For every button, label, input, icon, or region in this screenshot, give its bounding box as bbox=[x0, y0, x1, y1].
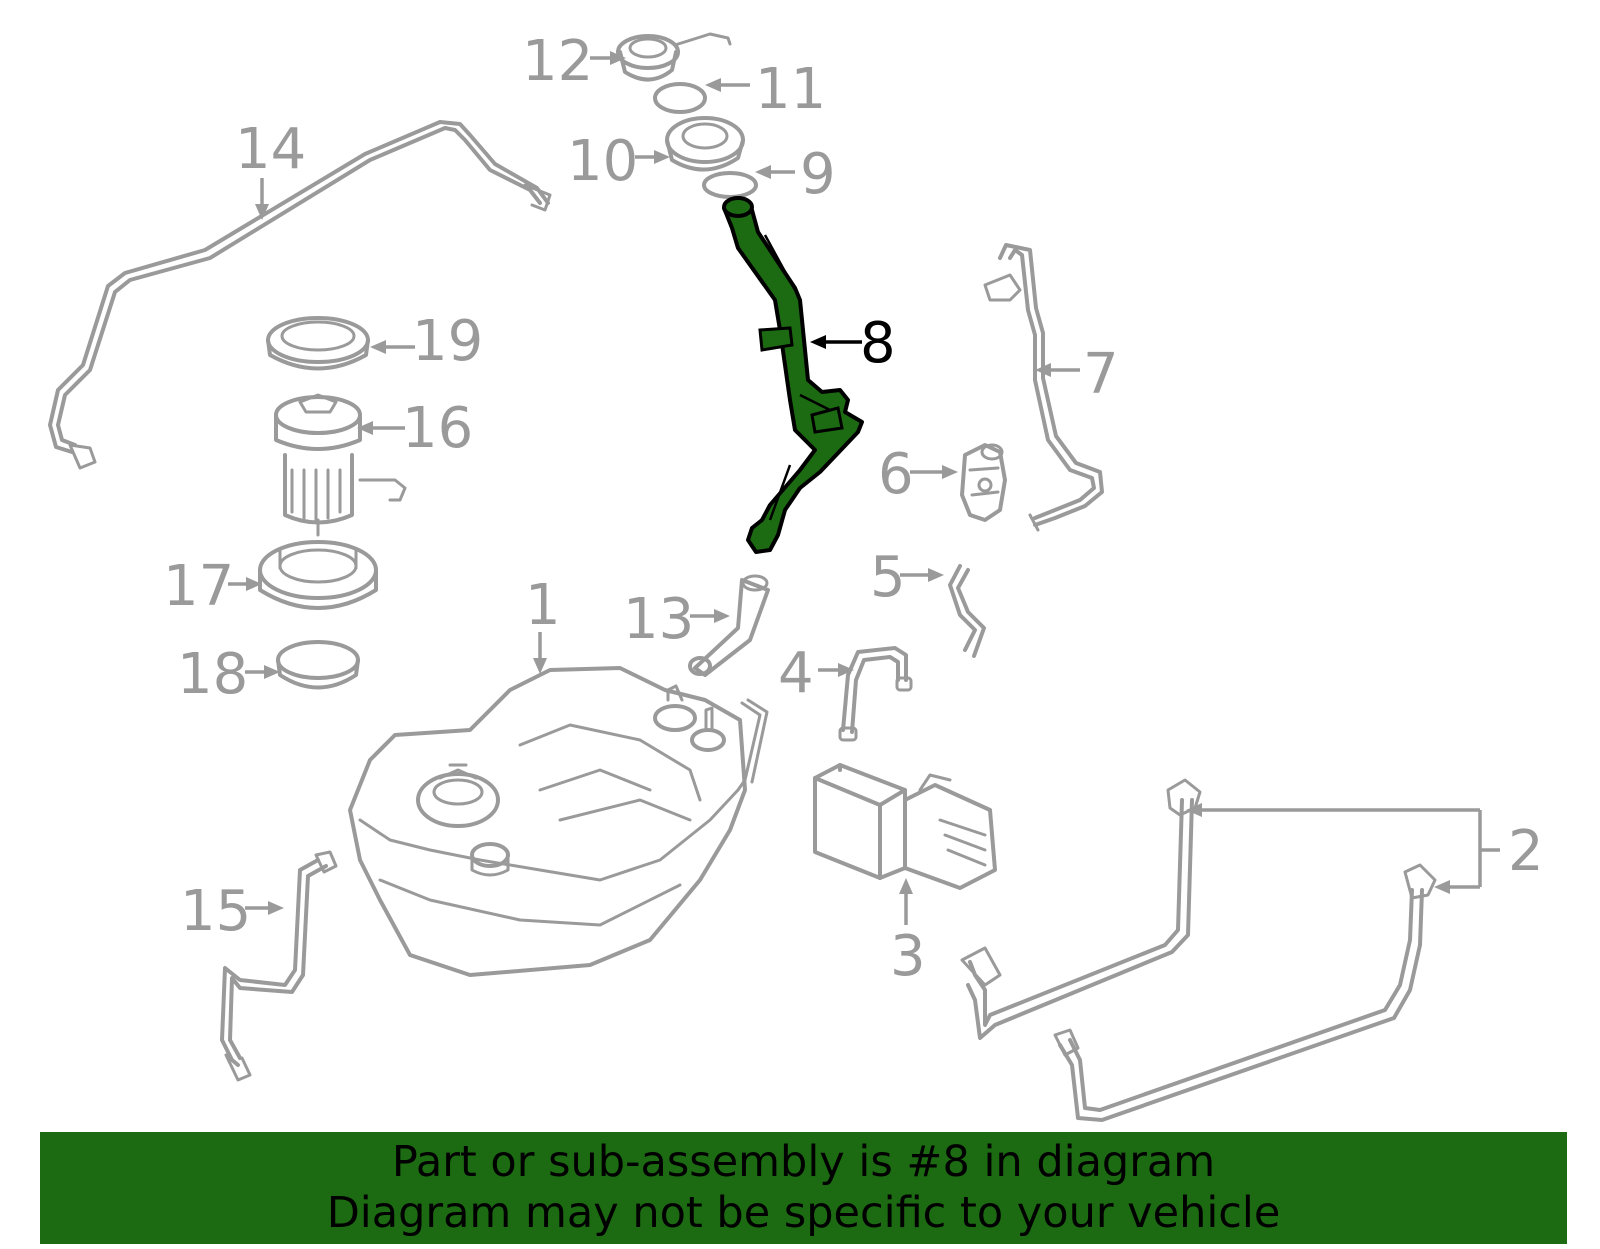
part-3-canister[interactable] bbox=[813, 763, 997, 890]
callout-16: 16 bbox=[402, 396, 473, 461]
callout-4: 4 bbox=[778, 641, 814, 706]
callout-7: 7 bbox=[1083, 342, 1119, 407]
part-7-vent-tube[interactable] bbox=[983, 243, 1104, 532]
part-18-o-ring[interactable] bbox=[276, 640, 360, 690]
callout-14: 14 bbox=[235, 117, 306, 182]
part-4-pipe[interactable] bbox=[838, 646, 913, 742]
part-16-fuel-pump[interactable] bbox=[274, 393, 407, 537]
callout-1: 1 bbox=[525, 573, 561, 638]
part-6-valve[interactable] bbox=[960, 443, 1007, 522]
part-17-seal[interactable] bbox=[258, 540, 378, 610]
callout-5: 5 bbox=[870, 545, 906, 610]
banner-line-2: Diagram may not be specific to your vehi… bbox=[326, 1188, 1281, 1238]
callout-6: 6 bbox=[878, 442, 914, 507]
callout-8: 8 bbox=[860, 311, 896, 376]
callout-10: 10 bbox=[567, 129, 638, 194]
part-2-tank-straps[interactable] bbox=[960, 778, 1437, 1122]
part-14-fuel-line[interactable] bbox=[48, 120, 552, 470]
part-8-fuel-filler-pipe[interactable] bbox=[722, 196, 864, 554]
callout-3: 3 bbox=[890, 924, 926, 989]
callout-17: 17 bbox=[163, 554, 234, 619]
part-19-lock-ring[interactable] bbox=[266, 316, 370, 371]
callout-19: 19 bbox=[412, 309, 483, 374]
callout-11: 11 bbox=[755, 57, 826, 122]
info-banner: Part or sub-assembly is #8 in diagram Di… bbox=[40, 1132, 1567, 1244]
callout-9: 9 bbox=[800, 142, 836, 207]
callout-18: 18 bbox=[177, 642, 248, 707]
part-9-gasket[interactable] bbox=[702, 171, 758, 199]
part-10-filler-seat[interactable] bbox=[665, 116, 745, 172]
part-11-o-ring[interactable] bbox=[653, 82, 707, 114]
part-12-filler-cap[interactable] bbox=[616, 32, 732, 82]
banner-line-1: Part or sub-assembly is #8 in diagram bbox=[391, 1137, 1216, 1187]
part-5-hose[interactable] bbox=[948, 564, 986, 658]
callout-12: 12 bbox=[522, 29, 593, 94]
part-1-fuel-tank[interactable] bbox=[348, 666, 769, 977]
callout-leader-8 bbox=[810, 335, 862, 349]
part-15-fuel-line[interactable] bbox=[220, 850, 338, 1082]
callout-leaders bbox=[228, 51, 1500, 925]
part-13-hose[interactable] bbox=[688, 574, 770, 677]
callout-15: 15 bbox=[180, 879, 251, 944]
callout-13: 13 bbox=[623, 587, 694, 652]
callout-2: 2 bbox=[1508, 819, 1544, 884]
